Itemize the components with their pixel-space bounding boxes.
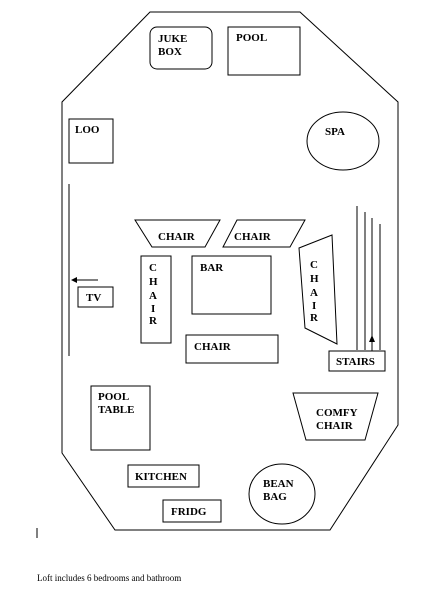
chair-vertical-left-c: C <box>149 262 157 274</box>
tv-label: TV <box>86 292 101 304</box>
chair-vertical-left-i: I <box>151 303 155 315</box>
loo-label: LOO <box>75 124 100 136</box>
pool-table-label-line1: POOL <box>98 391 129 403</box>
stairs-box <box>328 350 386 372</box>
chair-left-label: CHAIR <box>158 231 196 243</box>
tv-arrow-head <box>71 277 77 283</box>
stairs-label: STAIRS <box>336 356 375 368</box>
tv-box <box>77 286 114 308</box>
comfy-chair-trapezoid <box>292 392 379 441</box>
fridg-label: FRIDG <box>171 506 207 518</box>
bar-label: BAR <box>200 262 224 274</box>
loft-note: Loft includes 6 bedrooms and bathroom <box>37 573 181 583</box>
loo-box <box>68 118 114 164</box>
stairs-arrow-head <box>369 335 375 342</box>
kitchen-box <box>127 464 200 488</box>
spa-ellipse <box>306 111 380 171</box>
chair-vertical-right-r: R <box>310 312 319 324</box>
chair-right-label: CHAIR <box>234 231 272 243</box>
chair-vertical-right-a: A <box>310 287 318 299</box>
jukebox-label-line1: JUKE <box>158 33 187 45</box>
chair-vertical-left-h: H <box>149 276 158 288</box>
fridg-box <box>162 499 222 523</box>
chair-vertical-right-i: I <box>312 300 316 312</box>
bean-bag-ellipse <box>248 463 316 525</box>
chair-bottom-box <box>185 334 279 364</box>
chair-trapezoid-left <box>134 219 221 248</box>
chair-bottom-label: CHAIR <box>194 341 232 353</box>
chair-vertical-right-trapezoid <box>298 234 338 345</box>
jukebox-box <box>149 26 213 70</box>
chair-vertical-left-a: A <box>149 290 157 302</box>
bean-bag-label-line2: BAG <box>263 491 287 503</box>
chair-vertical-left-box <box>140 255 172 344</box>
comfy-chair-label-line1: COMFY <box>316 407 358 419</box>
chair-trapezoid-right <box>222 219 306 248</box>
spa-label: SPA <box>325 126 345 138</box>
chair-vertical-right-c: C <box>310 259 318 271</box>
comfy-chair-label-line2: CHAIR <box>316 420 354 432</box>
chair-vertical-right-h: H <box>310 273 319 285</box>
bean-bag-label-line1: BEAN <box>263 478 294 490</box>
pool-box <box>227 26 301 76</box>
chair-vertical-left-r: R <box>149 315 158 327</box>
pool-table-box <box>90 385 151 451</box>
bar-box <box>191 255 272 315</box>
pool-table-label-line2: TABLE <box>98 404 134 416</box>
jukebox-label-line2: BOX <box>158 46 182 58</box>
pool-label: POOL <box>236 32 267 44</box>
kitchen-label: KITCHEN <box>135 471 187 483</box>
